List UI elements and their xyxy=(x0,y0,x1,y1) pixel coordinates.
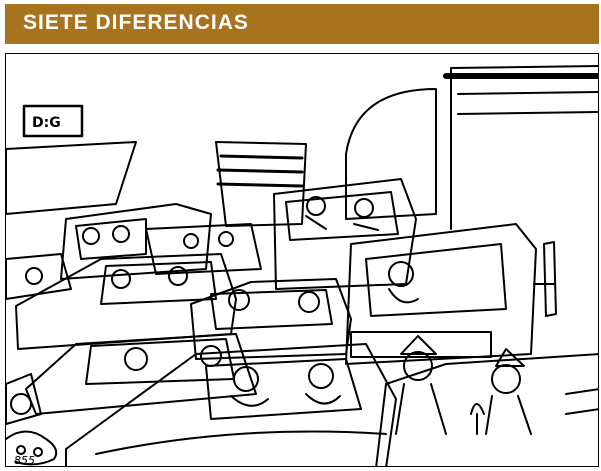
ground-scribbles xyxy=(6,430,58,466)
artist-signature: 855 xyxy=(14,454,35,467)
title-banner: SIETE DIFERENCIAS xyxy=(5,4,599,44)
shop-sign: D:G xyxy=(22,104,84,138)
car-row-front xyxy=(65,335,598,466)
truck-right xyxy=(345,223,557,365)
car-row-back xyxy=(6,223,262,350)
background-buildings xyxy=(6,65,598,230)
cartoon-traffic-jam: D:G xyxy=(5,53,599,467)
sign-text: D:G xyxy=(32,115,61,131)
van-left xyxy=(60,203,212,280)
page-title: SIETE DIFERENCIAS xyxy=(23,11,249,34)
truck-cab-top xyxy=(273,178,417,290)
cartoon-drawing: D:G xyxy=(6,65,598,467)
